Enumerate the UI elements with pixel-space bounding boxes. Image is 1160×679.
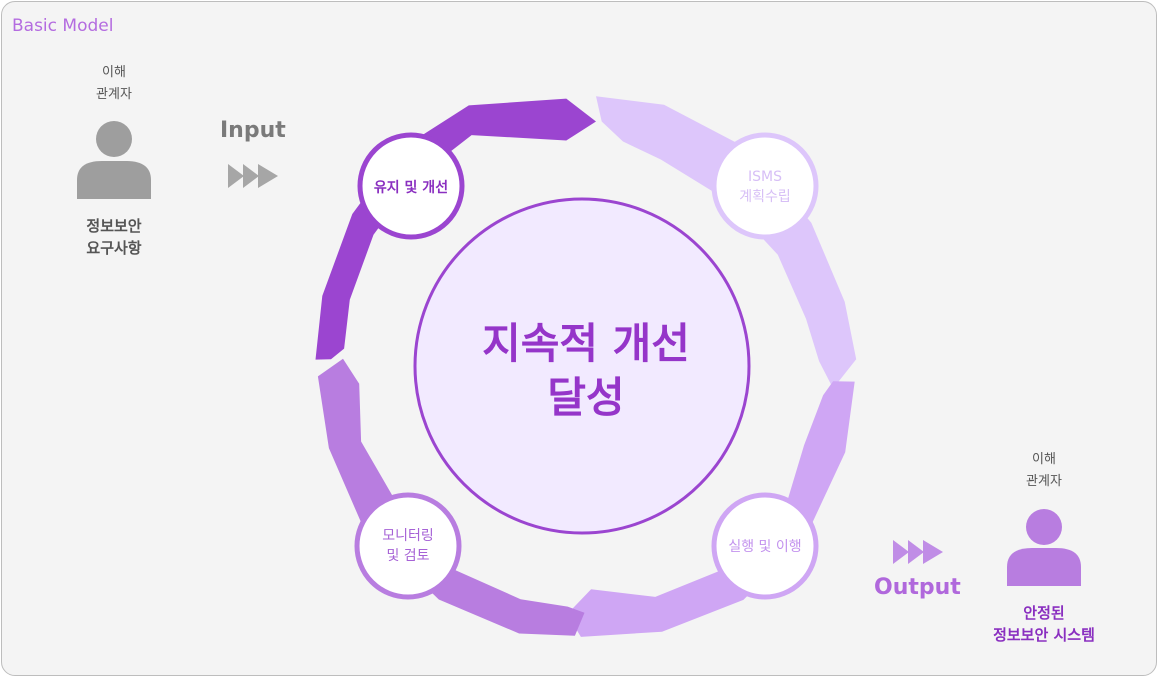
input-arrows-icon bbox=[228, 164, 278, 188]
center-circle bbox=[413, 197, 751, 535]
center-text-line2: 달성 bbox=[547, 373, 624, 422]
stage-node-check: 모니터링 및 검토 bbox=[354, 492, 462, 600]
output-flow-label: Output bbox=[874, 575, 961, 600]
input-flow-label: Input bbox=[220, 118, 286, 143]
input-requirement-label: 정보보안 요구사항 bbox=[86, 217, 142, 257]
stage-node-act: 유지 및 개선 bbox=[357, 132, 465, 240]
stage-label-plan-line1: ISMS bbox=[748, 169, 782, 185]
stage-node-do: 실행 및 이행 bbox=[711, 492, 819, 600]
stage-label-check-line2: 및 검토 bbox=[386, 548, 429, 564]
cycle-arrow-check bbox=[317, 358, 585, 636]
stage-label-check-line1: 모니터링 bbox=[382, 528, 434, 544]
input-person-icon bbox=[77, 121, 151, 199]
stage-node-plan: ISMS 계획수립 bbox=[711, 132, 819, 240]
input-stakeholder-label: 이해 관계자 bbox=[96, 65, 132, 102]
model-title: Basic Model bbox=[12, 16, 114, 36]
stage-label-do: 실행 및 이행 bbox=[728, 539, 801, 555]
output-stakeholder-label: 이해 관계자 bbox=[1026, 452, 1062, 489]
output-result-label: 안정된 정보보안 시스템 bbox=[993, 604, 1095, 644]
output-person-icon bbox=[1007, 509, 1081, 586]
cycle-arrow-act bbox=[315, 98, 596, 360]
stage-label-act: 유지 및 개선 bbox=[374, 179, 448, 196]
center-text-line1: 지속적 개선 bbox=[482, 319, 690, 368]
stage-label-plan-line2: 계획수립 bbox=[739, 189, 791, 205]
output-arrows-icon bbox=[893, 540, 943, 564]
